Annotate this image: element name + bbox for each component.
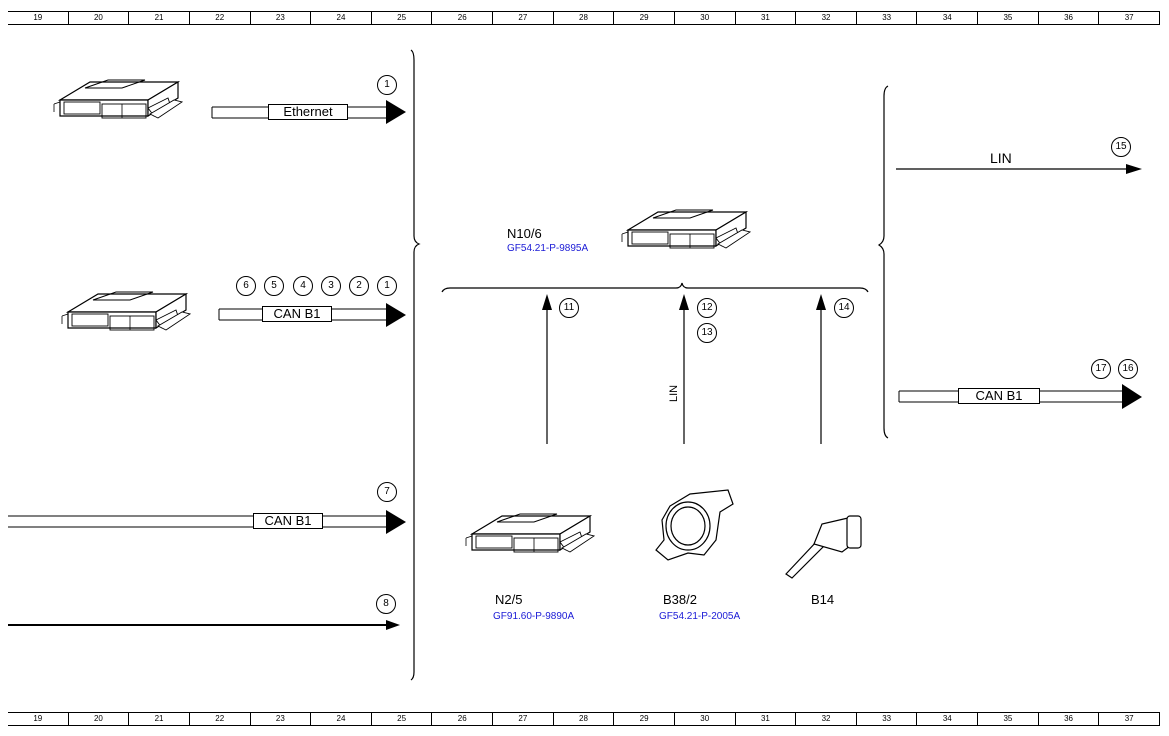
ruler-cell-35: 35 [978, 12, 1039, 24]
callout-7: 7 [377, 482, 397, 502]
ruler-cell-19: 19 [8, 12, 69, 24]
callout-11: 11 [559, 298, 579, 318]
ruler-cell-32: 32 [796, 713, 857, 725]
rain-light-sensor-icon [655, 489, 734, 561]
ruler-cell-31: 31 [736, 12, 797, 24]
ruler-cell-36: 36 [1039, 713, 1100, 725]
callout-14: 14 [834, 298, 854, 318]
callout-5: 5 [264, 276, 284, 296]
ruler-cell-35: 35 [978, 713, 1039, 725]
can-b1-label: CAN B1 [253, 513, 323, 529]
ruler-cell-21: 21 [129, 713, 190, 725]
ruler-cell-27: 27 [493, 12, 554, 24]
callout-2: 2 [349, 276, 369, 296]
ruler-cell-28: 28 [554, 713, 615, 725]
ruler-cell-25: 25 [372, 713, 433, 725]
lin-bus-arrow [896, 164, 1142, 174]
right-group-brace [877, 85, 889, 439]
ruler-cell-31: 31 [736, 713, 797, 725]
ruler-cell-20: 20 [69, 12, 130, 24]
callout-12: 12 [697, 298, 717, 318]
ruler-cell-22: 22 [190, 713, 251, 725]
lin-label: LIN [990, 150, 1012, 166]
ecu-icon [61, 291, 191, 331]
callout-1: 1 [377, 75, 397, 95]
callout-4: 4 [293, 276, 313, 296]
callout-3: 3 [321, 276, 341, 296]
ruler-cell-34: 34 [917, 713, 979, 725]
ruler-cell-21: 21 [129, 12, 190, 24]
ruler-cell-29: 29 [614, 12, 675, 24]
n10-6-input-brace [441, 282, 869, 293]
n10-6-label: N10/6 [507, 226, 542, 241]
ruler-cell-25: 25 [372, 12, 433, 24]
ruler-cell-33: 33 [857, 12, 918, 24]
n2-5-label: N2/5 [495, 592, 523, 607]
ruler-cell-24: 24 [311, 12, 372, 24]
ruler-cell-37: 37 [1099, 713, 1160, 725]
b38-2-lin-input-arrow [679, 294, 689, 444]
ecu-icon [465, 513, 595, 553]
b14-input-arrow [816, 294, 826, 444]
ruler-cell-23: 23 [251, 713, 312, 725]
ruler-cell-32: 32 [796, 12, 857, 24]
n2-5-reference-link[interactable]: GF91.60-P-9890A [493, 611, 575, 622]
ruler-cell-37: 37 [1099, 12, 1160, 24]
b38-2-reference-link[interactable]: GF54.21-P-2005A [659, 611, 741, 622]
ruler-cell-22: 22 [190, 12, 251, 24]
n2-5-input-arrow [542, 294, 552, 444]
ruler-cell-33: 33 [857, 713, 918, 725]
callout-8: 8 [376, 594, 396, 614]
ruler-cell-19: 19 [8, 713, 69, 725]
callout-17: 17 [1091, 359, 1111, 379]
ruler-cell-36: 36 [1039, 12, 1100, 24]
ruler-cell-29: 29 [614, 713, 675, 725]
callout-1: 1 [377, 276, 397, 296]
ruler-cell-28: 28 [554, 12, 615, 24]
signal-line-arrow [8, 620, 400, 630]
ruler-cell-20: 20 [69, 713, 130, 725]
ruler-cell-30: 30 [675, 713, 736, 725]
ruler-cell-30: 30 [675, 12, 736, 24]
ruler-cell-34: 34 [917, 12, 979, 24]
callout-16: 16 [1118, 359, 1138, 379]
temperature-sensor-icon [785, 515, 862, 579]
b38-2-label: B38/2 [663, 592, 697, 607]
can-b1-bus-arrow [8, 510, 406, 534]
can-b1-label: CAN B1 [958, 388, 1040, 404]
can-b1-label: CAN B1 [262, 306, 332, 322]
ethernet-label: Ethernet [268, 104, 348, 120]
ruler-cell-26: 26 [432, 713, 494, 725]
ecu-icon [621, 209, 751, 249]
left-group-brace [410, 49, 421, 681]
ruler-cell-27: 27 [493, 713, 554, 725]
b14-label: B14 [811, 592, 835, 607]
n10-6-reference-link[interactable]: GF54.21-P-9895A [507, 243, 589, 254]
ruler-cell-26: 26 [432, 12, 494, 24]
lin-vertical-label: LIN [668, 384, 680, 402]
ruler-cell-24: 24 [311, 713, 372, 725]
callout-6: 6 [236, 276, 256, 296]
ruler-cell-23: 23 [251, 12, 312, 24]
callout-15: 15 [1111, 137, 1131, 157]
callout-13: 13 [697, 323, 717, 343]
ecu-icon [53, 79, 183, 119]
